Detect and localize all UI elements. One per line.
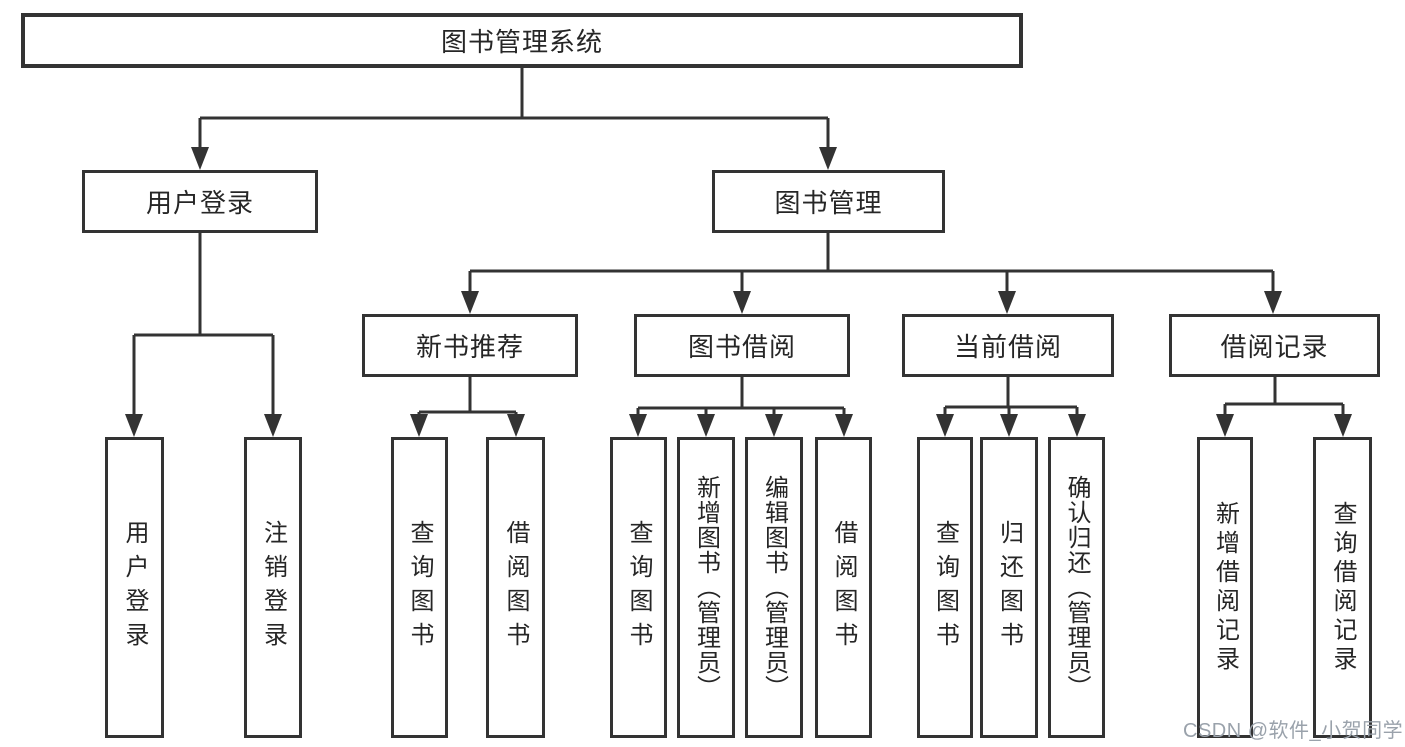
arrow-icon bbox=[1000, 414, 1018, 437]
arrow-icon bbox=[1068, 414, 1086, 437]
node-user-login: 用户登录 bbox=[82, 170, 318, 233]
connector-root-to-level2 bbox=[198, 68, 830, 150]
leaf-add-book-admin: 新增图书（管理员） bbox=[677, 437, 735, 738]
node-root: 图书管理系统 bbox=[21, 13, 1023, 68]
arrow-icon bbox=[191, 147, 209, 170]
leaf-add-borrow-record: 新增借阅记录 bbox=[1197, 437, 1253, 738]
arrow-icon bbox=[410, 414, 428, 437]
arrow-icon bbox=[1264, 291, 1282, 314]
leaf-confirm-return-admin: 确认归还（管理员） bbox=[1048, 437, 1105, 738]
node-book-borrow: 图书借阅 bbox=[634, 314, 850, 377]
arrow-icon bbox=[1334, 414, 1352, 437]
leaf-query-books-current: 查询图书 bbox=[917, 437, 973, 738]
watermark: CSDN @软件_小贺同学 bbox=[1183, 720, 1404, 742]
arrow-icon bbox=[765, 414, 783, 437]
arrow-icon bbox=[1216, 414, 1234, 437]
leaf-user-login: 用户登录 bbox=[105, 437, 164, 738]
arrow-icon bbox=[835, 414, 853, 437]
arrow-icon bbox=[507, 414, 525, 437]
arrow-icon bbox=[936, 414, 954, 437]
connector-newbooks-to-leaves bbox=[417, 377, 518, 417]
leaf-logout-login: 注销登录 bbox=[244, 437, 302, 738]
arrow-icon bbox=[461, 291, 479, 314]
leaf-borrow-books: 借阅图书 bbox=[815, 437, 872, 738]
connector-lines bbox=[132, 68, 1345, 417]
arrow-icon bbox=[819, 147, 837, 170]
arrow-icon bbox=[998, 291, 1016, 314]
leaf-edit-book-admin: 编辑图书（管理员） bbox=[745, 437, 803, 738]
node-borrow-records: 借阅记录 bbox=[1169, 314, 1380, 377]
connector-records-to-leaves bbox=[1223, 377, 1345, 417]
arrow-icon bbox=[733, 291, 751, 314]
arrow-icon bbox=[264, 414, 282, 437]
connector-bookborrow-to-leaves bbox=[636, 377, 846, 417]
node-current-borrow: 当前借阅 bbox=[902, 314, 1114, 377]
connector-bookmgmt-to-level3 bbox=[468, 233, 1275, 294]
leaf-return-books: 归还图书 bbox=[980, 437, 1038, 738]
arrow-icon bbox=[629, 414, 647, 437]
arrow-icon bbox=[125, 414, 143, 437]
connector-login-to-leaves bbox=[132, 233, 275, 417]
node-book-management: 图书管理 bbox=[712, 170, 945, 233]
connector-currentborrow-to-leaves bbox=[943, 377, 1079, 417]
node-new-book-recommend: 新书推荐 bbox=[362, 314, 578, 377]
leaf-query-books-borrow: 查询图书 bbox=[610, 437, 667, 738]
leaf-borrow-books-recommend: 借阅图书 bbox=[486, 437, 545, 738]
arrow-icon bbox=[697, 414, 715, 437]
leaf-query-borrow-record: 查询借阅记录 bbox=[1313, 437, 1372, 738]
arrowheads bbox=[125, 147, 1352, 437]
leaf-query-books-recommend: 查询图书 bbox=[391, 437, 448, 738]
